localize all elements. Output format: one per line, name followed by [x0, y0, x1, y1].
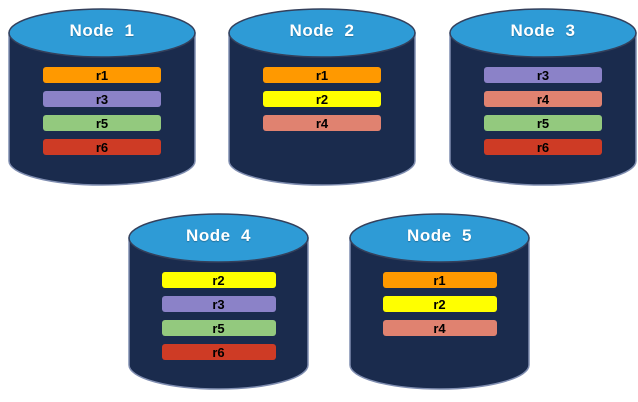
- replica-label: r2: [212, 272, 225, 288]
- replica-list: r3 r4 r5 r6: [449, 67, 637, 155]
- cylinder-top-ellipse: [349, 213, 530, 263]
- cylinder-top-ellipse: [8, 8, 196, 58]
- replica-label: r4: [433, 320, 446, 336]
- replica-r6[interactable]: r6: [484, 139, 602, 155]
- replica-label: r6: [212, 344, 225, 360]
- replica-label: r4: [536, 91, 550, 107]
- replica-r1[interactable]: r1: [382, 272, 497, 288]
- replica-r6[interactable]: r6: [43, 139, 161, 155]
- replica-r2[interactable]: r2: [382, 296, 497, 312]
- replica-label: r5: [95, 115, 109, 131]
- cylinder-top-ellipse: [228, 8, 416, 58]
- replica-label: r4: [315, 115, 329, 131]
- replica-r2[interactable]: r2: [161, 272, 276, 288]
- cylinder-top-ellipse: [449, 8, 637, 58]
- replica-label: r6: [536, 139, 550, 155]
- replica-list: r2 r3 r5 r6: [128, 272, 309, 360]
- replica-r3[interactable]: r3: [43, 91, 161, 107]
- replica-r2[interactable]: r2: [263, 91, 381, 107]
- replica-label: r2: [315, 91, 329, 107]
- replica-label: r3: [536, 67, 550, 83]
- replica-r1[interactable]: r1: [43, 67, 161, 83]
- replica-r1[interactable]: r1: [263, 67, 381, 83]
- replica-label: r5: [212, 320, 225, 336]
- replica-label: r3: [95, 91, 109, 107]
- replica-r4[interactable]: r4: [382, 320, 497, 336]
- replica-r4[interactable]: r4: [484, 91, 602, 107]
- replica-label: r2: [433, 296, 446, 312]
- replica-r5[interactable]: r5: [161, 320, 276, 336]
- replica-r5[interactable]: r5: [43, 115, 161, 131]
- replica-label: r1: [315, 67, 329, 83]
- replica-label: r1: [95, 67, 109, 83]
- replica-r3[interactable]: r3: [161, 296, 276, 312]
- replica-label: r5: [536, 115, 550, 131]
- replica-list: r1 r3 r5 r6: [8, 67, 196, 155]
- replica-label: r3: [212, 296, 225, 312]
- replica-r5[interactable]: r5: [484, 115, 602, 131]
- replica-list: r1 r2 r4: [349, 272, 530, 336]
- replica-label: r1: [433, 272, 446, 288]
- replica-label: r6: [95, 139, 109, 155]
- replica-r3[interactable]: r3: [484, 67, 602, 83]
- replica-list: r1 r2 r4: [228, 67, 416, 131]
- replica-r4[interactable]: r4: [263, 115, 381, 131]
- cylinder-top-ellipse: [128, 213, 309, 263]
- replica-r6[interactable]: r6: [161, 344, 276, 360]
